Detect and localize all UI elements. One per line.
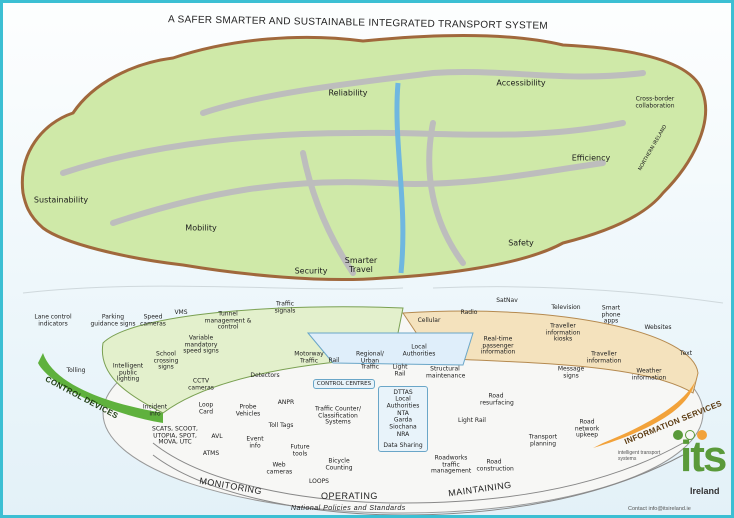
- maint-resurfacing: Road resurfacing: [480, 392, 514, 406]
- maint-light-rail: Light Rail: [458, 416, 486, 424]
- item-public-lighting: Intelligent public lighting: [112, 362, 144, 383]
- label-cross-border: Cross-border collaboration: [635, 95, 675, 109]
- cc-rail: Rail: [328, 356, 340, 364]
- item-avl: AVL: [211, 432, 223, 440]
- label-safety: Safety: [508, 238, 534, 248]
- cc-light-rail: Light Rail: [392, 363, 408, 377]
- item-incident-info: Incident info: [142, 403, 168, 417]
- info-radio: Radio: [460, 308, 478, 316]
- island-map: [20, 34, 708, 282]
- cc-regional-urban: Regional/ Urban Traffic: [356, 350, 384, 371]
- item-tunnel: Tunnel management & control: [204, 310, 252, 331]
- logo-subtitle: intelligent transport systems: [618, 450, 661, 462]
- ds-nta: NTA: [397, 409, 409, 417]
- info-weather: Weather information: [631, 367, 667, 381]
- ds-nra: NRA: [396, 430, 410, 438]
- item-school-crossing: School crossing signs: [153, 350, 179, 371]
- river: [394, 82, 406, 274]
- item-cctv: CCTV cameras: [188, 377, 214, 391]
- maint-road-construction: Road construction: [476, 458, 514, 472]
- item-bicycle-counting: Bicycle Counting: [325, 457, 353, 471]
- ds-local-authorities: Local Authorities: [386, 395, 420, 409]
- item-loops: LOOPS: [308, 477, 330, 485]
- ring-operating: OPERATING: [321, 491, 378, 501]
- roads: [60, 68, 646, 276]
- item-detectors: Detectors: [250, 371, 280, 379]
- label-reliability: Reliability: [328, 88, 368, 98]
- label-security: Security: [294, 266, 328, 276]
- ring-line: [152, 442, 684, 504]
- info-traveller-information: Traveller information: [586, 350, 622, 364]
- sea-waves: [22, 285, 724, 304]
- item-traffic-counter: Traffic Counter/ Classification Systems: [315, 405, 361, 426]
- info-message-signs: Message signs: [557, 365, 585, 379]
- ds-dttas: DTTAS: [393, 388, 413, 396]
- item-traffic-signals: Traffic signals: [274, 300, 296, 314]
- item-lane-control: Lane control indicators: [34, 313, 72, 327]
- contact-email[interactable]: Contact info@itsireland.ie: [628, 506, 691, 512]
- item-speed-cameras: Speed cameras: [140, 313, 166, 327]
- info-satnav: SatNav: [496, 296, 518, 304]
- maint-roadworks: Roadworks traffic management: [431, 454, 472, 475]
- item-loop-card: Loop Card: [198, 401, 214, 415]
- item-variable-speed: Variable mandatory speed signs: [183, 334, 219, 355]
- maint-transport-planning: Transport planning: [528, 433, 558, 447]
- item-tolling: Tolling: [66, 366, 86, 374]
- item-web-cameras: Web cameras: [266, 461, 293, 475]
- label-smarter-travel: Smarter Travel: [344, 256, 378, 274]
- item-atms: ATMS: [202, 449, 220, 457]
- info-smartphone-apps: Smart phone apps: [601, 304, 621, 325]
- info-television: Television: [551, 303, 581, 311]
- label-efficiency: Efficiency: [571, 153, 611, 163]
- data-sharing-box: [378, 386, 428, 452]
- item-event-info: Event info: [246, 435, 264, 449]
- control-centres-arrow: [306, 332, 474, 366]
- cc-motorway: Motorway Traffic: [294, 350, 324, 364]
- maint-structural: Structural maintenance: [426, 365, 466, 379]
- item-probe-vehicles: Probe Vehicles: [235, 403, 261, 417]
- item-scats: SCATS, SCOOT, UTOPIA, SPOT, MOVA, UTC: [152, 425, 198, 446]
- logo-dot-outline: [685, 430, 695, 440]
- info-real-time-passenger: Real-time passenger information: [480, 335, 516, 356]
- label-mobility: Mobility: [185, 223, 217, 233]
- item-future-tools: Future tools: [290, 443, 310, 457]
- illustration-background: [20, 34, 724, 515]
- item-toll-tags: Toll Tags: [268, 421, 294, 429]
- logo-dot-orange: [697, 430, 707, 440]
- maint-road-network-upkeep: Road network upkeep: [574, 418, 600, 439]
- ring-national-policies: National Policies and Standards: [291, 505, 406, 512]
- item-anpr: ANPR: [277, 398, 295, 406]
- logo-country: Ireland: [690, 486, 720, 496]
- control-centres-label: CONTROL CENTRES: [316, 380, 372, 387]
- ds-footer: Data Sharing: [383, 441, 423, 449]
- label-accessibility: Accessibility: [496, 78, 546, 88]
- item-parking-guidance: Parking guidance signs: [90, 313, 136, 327]
- info-cellular: Cellular: [417, 316, 441, 324]
- info-kiosks: Traveller information kiosks: [545, 322, 581, 343]
- info-text: Text: [679, 349, 693, 357]
- logo-dot-green: [673, 430, 683, 440]
- control-devices-rim: [38, 353, 163, 423]
- ds-garda: Garda Siochana: [389, 416, 417, 430]
- logo-its: its: [680, 432, 727, 481]
- control-centres-box: [313, 379, 375, 389]
- cc-local-authorities: Local Authorities: [402, 343, 436, 357]
- item-vms: VMS: [174, 308, 188, 316]
- its-ireland-logo: its intelligent transport systems Irelan…: [618, 428, 728, 515]
- info-websites: Websites: [644, 323, 672, 331]
- label-sustainability: Sustainability: [33, 195, 89, 205]
